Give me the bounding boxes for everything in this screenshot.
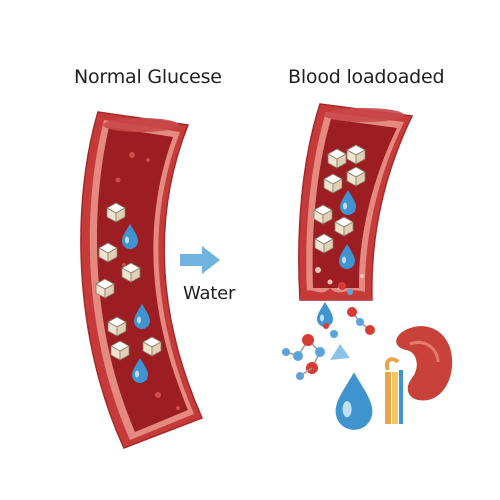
blood-vessel-loaded — [298, 103, 414, 301]
blood-vessel-normal — [80, 111, 204, 449]
water-drop-icon — [317, 302, 373, 430]
arrow-label: Water — [183, 283, 236, 304]
kidney-icon — [384, 326, 453, 424]
right-arrow-icon — [180, 246, 220, 274]
left-panel-title: Normal Glucese — [74, 66, 222, 88]
water-molecule-icon — [282, 282, 375, 380]
right-panel-title: Blood loadoaded — [288, 66, 445, 88]
